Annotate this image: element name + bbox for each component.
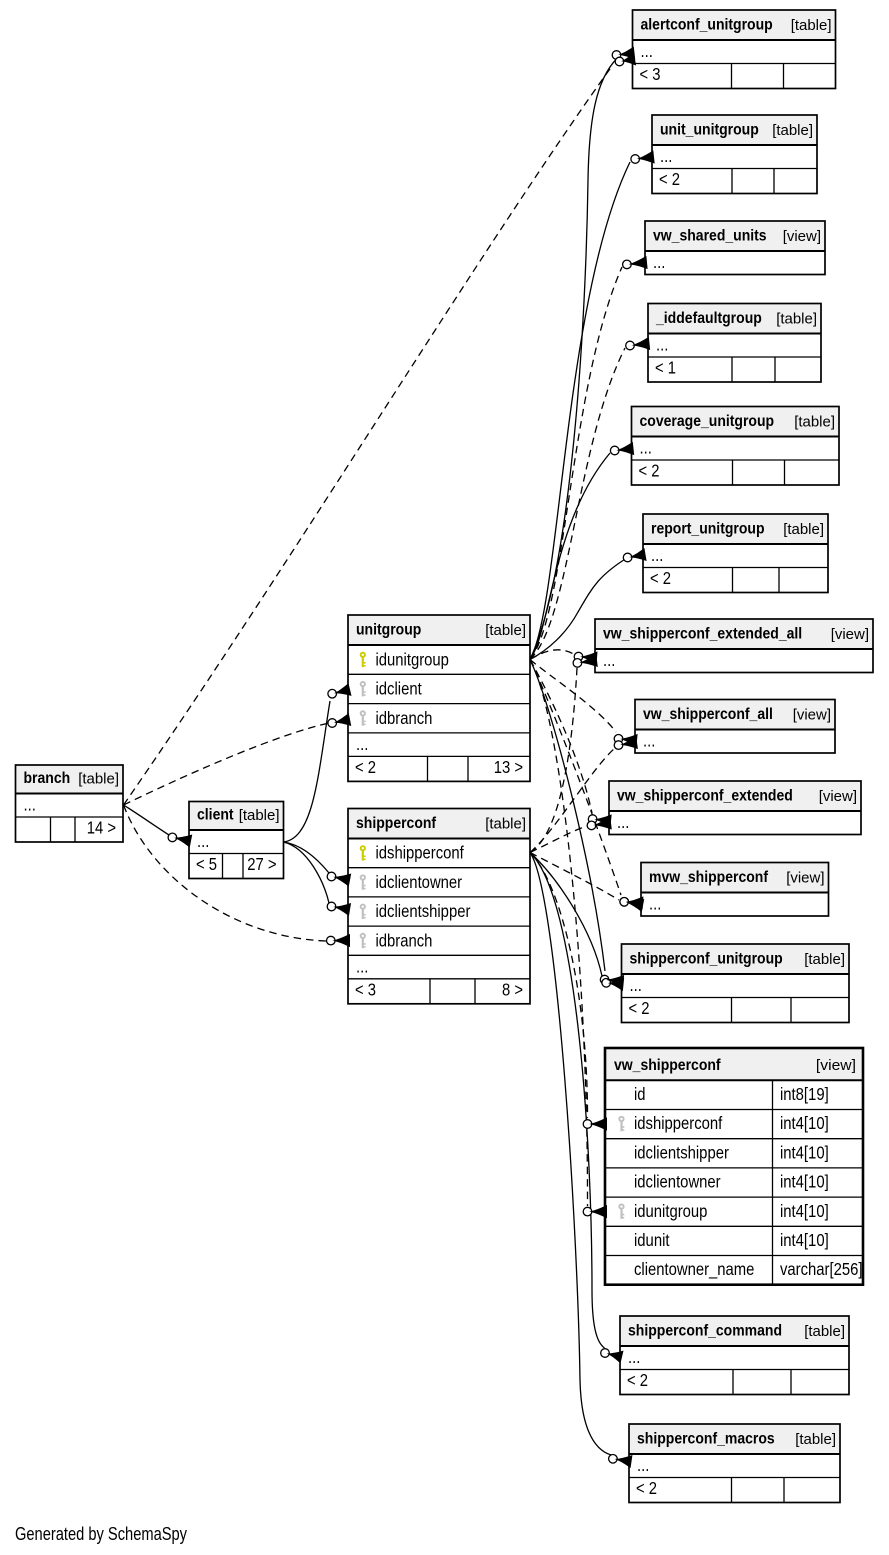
svg-text:idclient: idclient bbox=[376, 679, 422, 699]
svg-text:int4[10]: int4[10] bbox=[780, 1230, 829, 1250]
svg-text:...: ... bbox=[649, 894, 661, 914]
svg-text:vw_shared_units: vw_shared_units bbox=[653, 228, 767, 245]
svg-text:[view]: [view] bbox=[793, 707, 831, 724]
svg-text:[table]: [table] bbox=[776, 311, 817, 328]
svg-text:...: ... bbox=[653, 252, 665, 272]
svg-text:_iddefaultgroup: _iddefaultgroup bbox=[655, 310, 762, 327]
svg-text:client: client bbox=[197, 807, 234, 824]
svg-text:shipperconf: shipperconf bbox=[356, 815, 437, 832]
svg-text:idclientshipper: idclientshipper bbox=[634, 1142, 729, 1162]
svg-text:...: ... bbox=[356, 956, 368, 976]
svg-text:[table]: [table] bbox=[804, 1323, 845, 1340]
svg-text:< 2: < 2 bbox=[650, 568, 671, 588]
svg-text:< 3: < 3 bbox=[355, 979, 376, 999]
svg-text:[table]: [table] bbox=[791, 17, 832, 34]
svg-text:...: ... bbox=[617, 812, 629, 832]
svg-text:idunit: idunit bbox=[634, 1230, 670, 1250]
svg-text:...: ... bbox=[641, 41, 653, 61]
svg-text:vw_shipperconf: vw_shipperconf bbox=[614, 1057, 721, 1074]
svg-text:< 2: < 2 bbox=[659, 169, 680, 189]
svg-text:id: id bbox=[634, 1084, 646, 1104]
svg-text:...: ... bbox=[628, 1347, 640, 1367]
svg-text:< 1: < 1 bbox=[655, 358, 676, 378]
svg-text:int4[10]: int4[10] bbox=[780, 1142, 829, 1162]
svg-text:< 3: < 3 bbox=[640, 64, 661, 84]
svg-text:< 2: < 2 bbox=[355, 757, 376, 777]
svg-text:clientowner_name: clientowner_name bbox=[634, 1259, 754, 1279]
svg-text:[table]: [table] bbox=[804, 951, 845, 968]
svg-text:[table]: [table] bbox=[795, 1431, 836, 1448]
svg-text:Generated by SchemaSpy: Generated by SchemaSpy bbox=[15, 1523, 188, 1544]
svg-text:unitgroup: unitgroup bbox=[356, 622, 421, 639]
svg-text:int4[10]: int4[10] bbox=[780, 1201, 829, 1221]
svg-text:idunitgroup: idunitgroup bbox=[376, 649, 449, 669]
svg-text:[view]: [view] bbox=[819, 788, 857, 805]
svg-text:int8[19]: int8[19] bbox=[780, 1084, 829, 1104]
svg-text:...: ... bbox=[643, 731, 655, 751]
svg-text:idshipperconf: idshipperconf bbox=[634, 1113, 722, 1133]
svg-text:[view]: [view] bbox=[816, 1057, 856, 1074]
svg-text:...: ... bbox=[197, 831, 209, 851]
svg-text:idbranch: idbranch bbox=[376, 930, 433, 950]
svg-text:branch: branch bbox=[24, 770, 71, 787]
svg-text:report_unitgroup: report_unitgroup bbox=[651, 521, 765, 538]
svg-text:< 2: < 2 bbox=[629, 998, 650, 1018]
svg-text:alertconf_unitgroup: alertconf_unitgroup bbox=[641, 17, 773, 34]
svg-text:int4[10]: int4[10] bbox=[780, 1113, 829, 1133]
svg-text:< 2: < 2 bbox=[639, 461, 660, 481]
svg-text:< 2: < 2 bbox=[636, 1478, 657, 1498]
svg-text:[table]: [table] bbox=[239, 807, 280, 824]
svg-text:int4[10]: int4[10] bbox=[780, 1172, 829, 1192]
svg-text:...: ... bbox=[24, 795, 36, 815]
svg-text:[table]: [table] bbox=[783, 521, 824, 538]
svg-text:[table]: [table] bbox=[794, 414, 835, 431]
svg-text:idunitgroup: idunitgroup bbox=[634, 1201, 707, 1221]
svg-text:14 >: 14 > bbox=[87, 818, 116, 838]
svg-text:shipperconf_unitgroup: shipperconf_unitgroup bbox=[630, 951, 783, 968]
svg-text:idshipperconf: idshipperconf bbox=[376, 843, 464, 863]
svg-text:...: ... bbox=[637, 1455, 649, 1475]
svg-text:[view]: [view] bbox=[783, 228, 821, 245]
svg-text:...: ... bbox=[640, 438, 652, 458]
svg-text:shipperconf_command: shipperconf_command bbox=[628, 1323, 782, 1340]
svg-text:unit_unitgroup: unit_unitgroup bbox=[660, 122, 759, 139]
svg-text:...: ... bbox=[630, 975, 642, 995]
svg-text:idbranch: idbranch bbox=[376, 708, 433, 728]
svg-text:[view]: [view] bbox=[831, 626, 869, 643]
svg-text:[table]: [table] bbox=[772, 122, 813, 139]
svg-text:vw_shipperconf_extended: vw_shipperconf_extended bbox=[617, 788, 793, 805]
svg-text:mvw_shipperconf: mvw_shipperconf bbox=[649, 869, 769, 886]
svg-text:[table]: [table] bbox=[485, 622, 526, 639]
svg-text:...: ... bbox=[603, 650, 615, 670]
svg-text:< 5: < 5 bbox=[196, 854, 217, 874]
svg-text:shipperconf_macros: shipperconf_macros bbox=[637, 1431, 775, 1448]
svg-text:...: ... bbox=[356, 734, 368, 754]
svg-text:vw_shipperconf_extended_all: vw_shipperconf_extended_all bbox=[603, 626, 802, 643]
svg-text:idclientshipper: idclientshipper bbox=[376, 901, 471, 921]
svg-text:27 >: 27 > bbox=[247, 854, 276, 874]
svg-text:coverage_unitgroup: coverage_unitgroup bbox=[640, 413, 775, 430]
svg-text:...: ... bbox=[660, 146, 672, 166]
svg-text:[table]: [table] bbox=[485, 816, 526, 833]
svg-text:[view]: [view] bbox=[786, 870, 824, 887]
svg-text:< 2: < 2 bbox=[627, 1370, 648, 1390]
svg-text:...: ... bbox=[656, 335, 668, 355]
svg-text:vw_shipperconf_all: vw_shipperconf_all bbox=[643, 706, 773, 723]
svg-text:8 >: 8 > bbox=[502, 979, 523, 999]
svg-text:13 >: 13 > bbox=[494, 757, 523, 777]
svg-text:idclientowner: idclientowner bbox=[634, 1172, 721, 1192]
svg-text:varchar[256]: varchar[256] bbox=[780, 1259, 863, 1279]
svg-text:...: ... bbox=[651, 545, 663, 565]
svg-text:idclientowner: idclientowner bbox=[376, 872, 463, 892]
svg-text:[table]: [table] bbox=[78, 771, 119, 788]
